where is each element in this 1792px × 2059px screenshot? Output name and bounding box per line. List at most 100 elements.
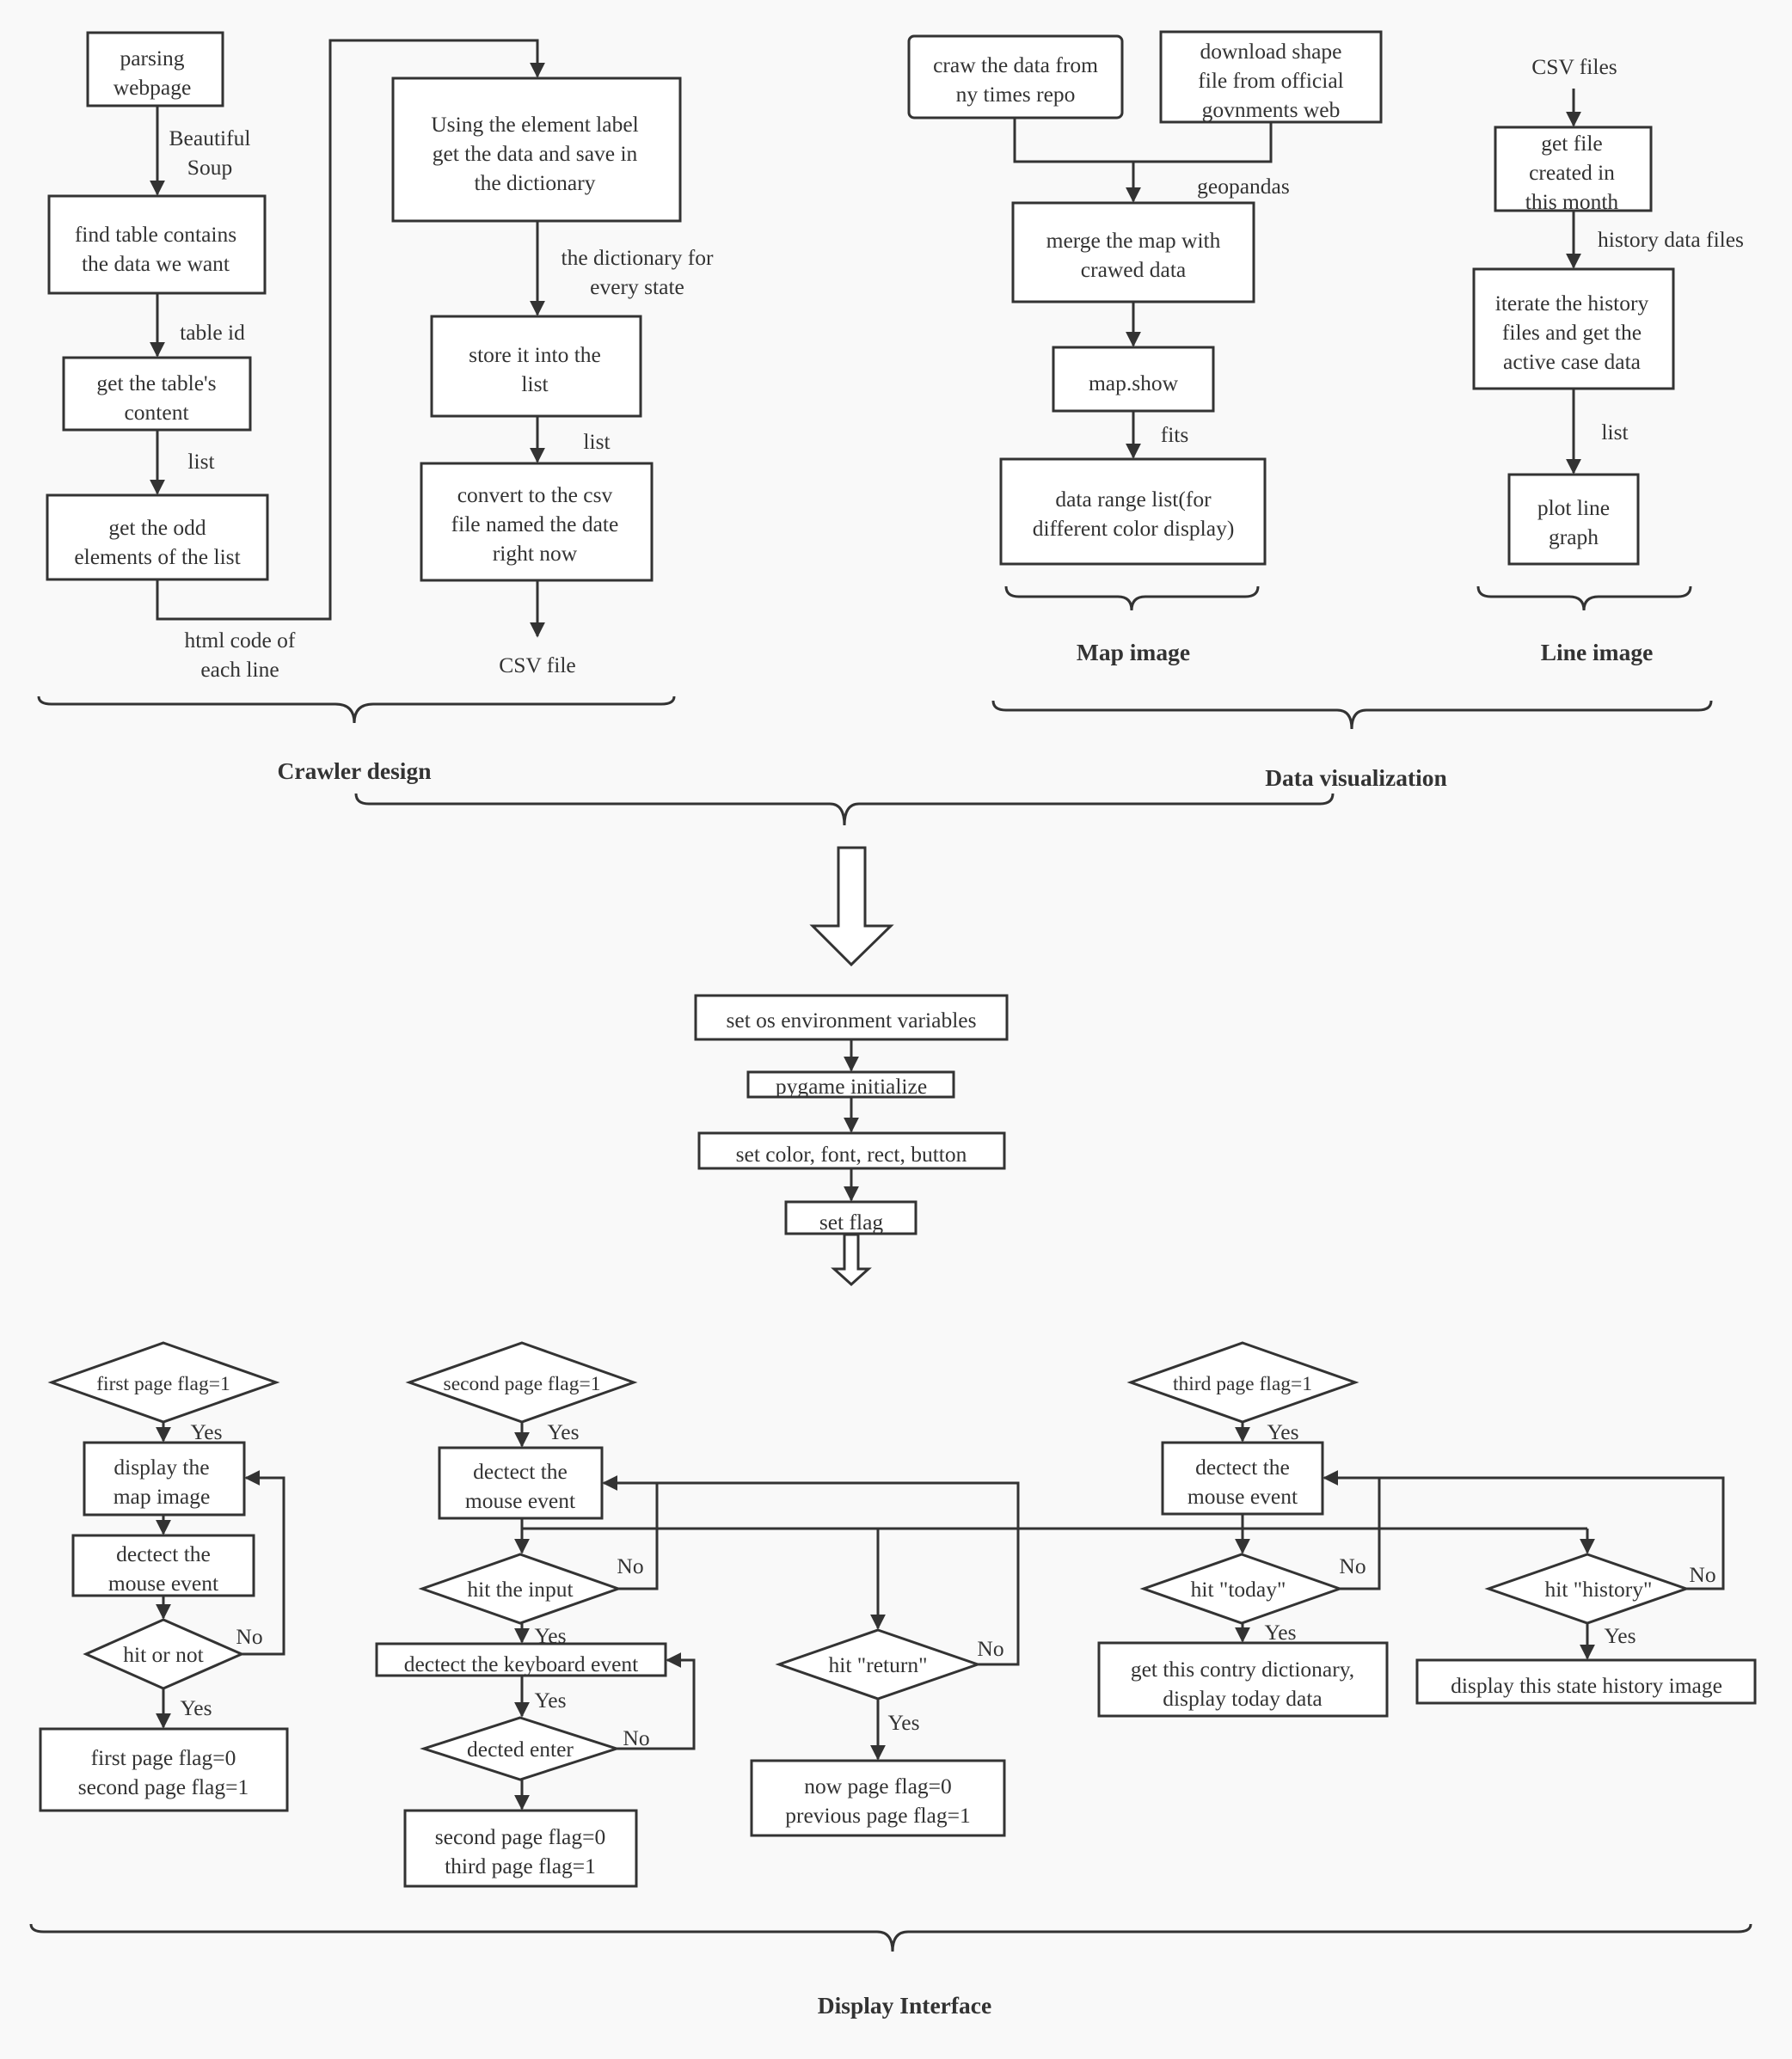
edge-hit-no-loop (242, 1470, 285, 1656)
text-line: html code of (185, 628, 296, 653)
data-visualization-title: Data visualization (1265, 764, 1447, 791)
down-arrow-large (809, 846, 894, 967)
text-line: merge the map with (1046, 228, 1221, 253)
merge-text: merge the map with crawed data (1046, 228, 1221, 282)
pygame-init-box (746, 1070, 955, 1099)
text-line: Data visualization (1265, 764, 1447, 791)
text-line: list (521, 371, 548, 396)
history-result-box (1415, 1658, 1757, 1705)
text-line: dectect the (473, 1459, 568, 1484)
text-line: second page flag=0 (435, 1824, 605, 1849)
text-line: history data files (1598, 227, 1744, 252)
text-line: hit or not (123, 1642, 204, 1667)
element-label-box (391, 77, 682, 223)
today-result-text: get this contry dictionary, display today… (1131, 1657, 1354, 1711)
get-file-box (1494, 126, 1653, 212)
text-line: list (1601, 420, 1628, 444)
p2-yes-3: Yes (534, 1688, 566, 1713)
edge-today-no-loop (1323, 1470, 1381, 1590)
p2-result-text: second page flag=0 third page flag=1 (435, 1824, 605, 1878)
detected-enter-text: dected enter (467, 1737, 574, 1762)
text-line: mouse event (465, 1488, 575, 1513)
text-line: data range list(for (1055, 487, 1212, 512)
text-line: created in (1529, 160, 1615, 185)
line-image-brace (1476, 585, 1692, 611)
text-line: webpage (114, 75, 192, 100)
merge-brace (354, 793, 1335, 826)
p2-result-box (403, 1809, 638, 1888)
text-line: iterate the history (1495, 291, 1649, 316)
p2-no-3: No (977, 1636, 1003, 1661)
text-line: mouse event (1188, 1484, 1298, 1509)
display-interface-brace (29, 1923, 1752, 1952)
p3-yes-3: Yes (1604, 1623, 1636, 1648)
map-image-title: Map image (1077, 639, 1190, 665)
text-line: content (124, 400, 188, 425)
label-csv-file: CSV file (499, 653, 576, 677)
map-image-brace (1004, 585, 1260, 611)
display-interface-title: Display Interface (818, 1992, 991, 2019)
plot-box (1507, 473, 1640, 566)
text-line: elements of the list (74, 544, 240, 569)
map-show-text: map.show (1089, 371, 1179, 395)
p3-yes-1: Yes (1267, 1419, 1298, 1444)
keyboard-box (375, 1642, 667, 1677)
text-line: Soup (187, 155, 232, 180)
text-line: craw the data from (933, 52, 1098, 77)
display-map-box (83, 1441, 246, 1517)
text-line: second page flag=1 (78, 1774, 249, 1799)
text-line: geopandas (1197, 174, 1290, 199)
first-page-decision-text: first page flag=1 (96, 1373, 230, 1395)
return-result-box (750, 1759, 1006, 1837)
text-line: display today data (1163, 1686, 1323, 1711)
text-line: this month (1525, 189, 1619, 214)
text-line: now page flag=0 (804, 1774, 952, 1799)
set-flag-box (784, 1200, 917, 1235)
edge-return-no-loop (657, 1481, 1020, 1666)
today-result-box (1097, 1641, 1389, 1718)
text-line: crawed data (1081, 257, 1186, 282)
p2-no-2: No (623, 1725, 649, 1750)
text-line: file named the date (451, 512, 619, 536)
text-line: get this contry dictionary, (1131, 1657, 1354, 1682)
text-line: active case data (1503, 349, 1641, 374)
text-line: hit "today" (1191, 1577, 1286, 1602)
p1-result-box (39, 1727, 289, 1812)
hit-today-text: hit "today" (1191, 1577, 1286, 1602)
text-line: right now (493, 541, 578, 566)
keyboard-text: dectect the keyboard event (404, 1651, 639, 1676)
text-line: display the (114, 1455, 209, 1480)
text-line: CSV files (1531, 54, 1617, 79)
third-page-decision-text: third page flag=1 (1173, 1373, 1312, 1395)
text-line: dectect the keyboard event (404, 1651, 639, 1676)
text-line: file from official (1198, 68, 1343, 93)
text-line: third page flag=1 (445, 1854, 596, 1878)
text-line: mouse event (108, 1571, 218, 1596)
text-line: dected enter (467, 1737, 574, 1762)
text-line: get file (1541, 131, 1603, 156)
text-line: each line (200, 657, 279, 682)
label-table-id: table id (180, 320, 245, 345)
hit-input-decision (418, 1553, 623, 1625)
text-line: hit "return" (829, 1652, 928, 1677)
detected-enter-decision (420, 1716, 621, 1781)
text-line: get the table's (96, 371, 216, 395)
p3-no-1: No (1339, 1553, 1365, 1578)
text-line: list (583, 429, 610, 454)
find-table-box (47, 194, 267, 295)
